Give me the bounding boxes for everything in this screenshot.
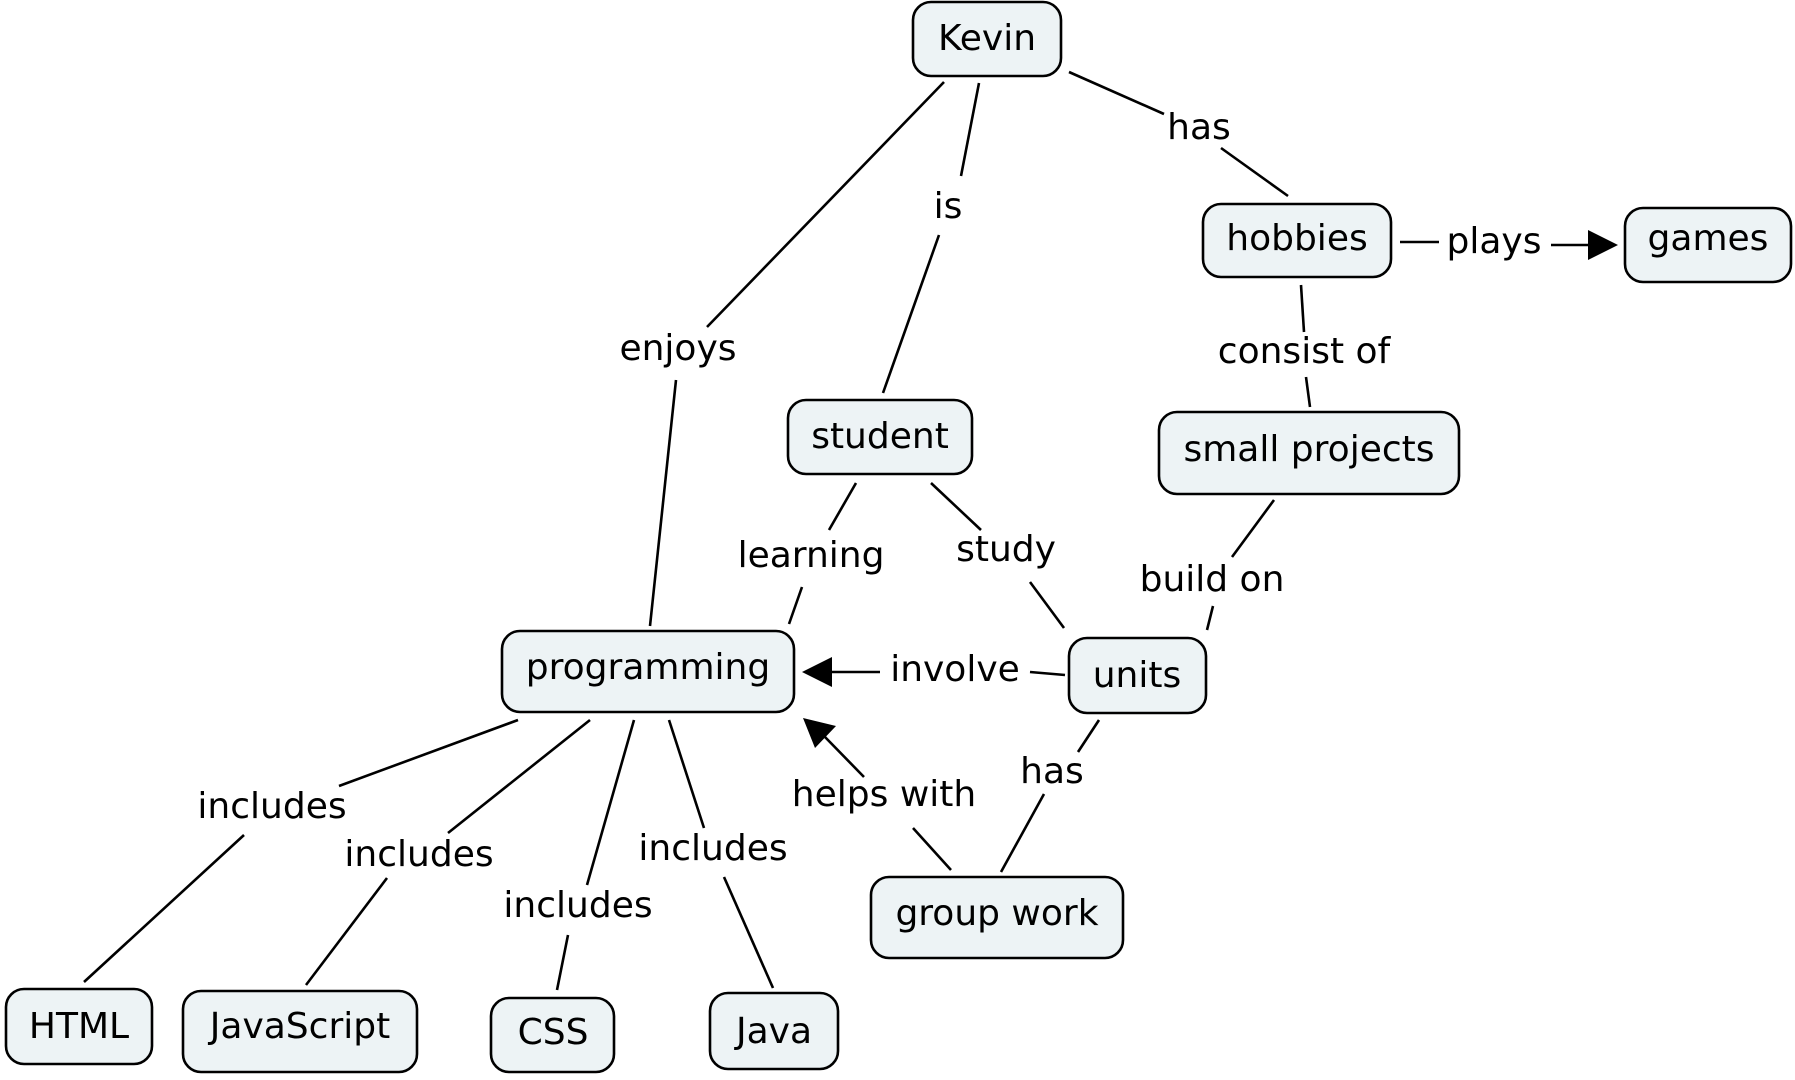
line-learning-to-programming	[787, 586, 804, 625]
link-label-includes-html: includes	[197, 786, 346, 827]
node-group-work: group work	[869, 875, 1125, 960]
line-programming-to-includes-html	[338, 718, 519, 788]
line-kevin-to-enjoys	[706, 81, 945, 328]
line-includes-to-html	[83, 834, 245, 983]
node-javascript: JavaScript	[181, 989, 419, 1074]
node-games: games	[1623, 206, 1793, 284]
line-consist-of-to-small-projects	[1304, 376, 1312, 408]
node-hobbies-box	[1201, 202, 1393, 279]
link-label-student-study: study	[956, 529, 1056, 570]
link-label-hobbies-consist-of: consist of	[1218, 331, 1392, 372]
line-student-to-learning	[827, 482, 858, 531]
line-small-projects-to-build-on	[1230, 499, 1276, 558]
link-label-group-helps-with: helps with	[792, 774, 976, 815]
line-has-to-hobbies	[1220, 146, 1289, 198]
line-units-to-involve	[1029, 670, 1066, 677]
node-student-box	[786, 398, 974, 476]
node-hobbies-label: hobbies	[1226, 218, 1367, 259]
node-java: Java	[708, 991, 840, 1071]
line-programming-to-includes-css	[585, 719, 636, 886]
link-label-kevin-has: has	[1167, 107, 1231, 148]
node-programming: programming	[500, 629, 796, 714]
node-css-label: CSS	[518, 1012, 589, 1053]
line-programming-to-includes-javascript	[447, 718, 591, 835]
line-is-to-student	[881, 234, 941, 394]
node-group-work-label: group work	[895, 893, 1098, 934]
node-hobbies: hobbies	[1201, 202, 1393, 279]
node-small-projects: small projects	[1157, 410, 1461, 496]
node-units-box	[1067, 636, 1208, 715]
node-student: student	[786, 398, 974, 476]
line-has-to-group-work	[999, 793, 1046, 873]
arrowhead-involve-to-programming	[802, 657, 832, 687]
node-units-label: units	[1093, 655, 1182, 696]
node-group-work-box	[869, 875, 1125, 960]
node-kevin-label: Kevin	[938, 18, 1036, 59]
line-enjoys-to-programming	[648, 379, 678, 627]
node-games-box	[1623, 206, 1793, 284]
connector-lines	[83, 70, 1588, 991]
line-kevin-to-has	[1068, 70, 1165, 116]
arrowheads	[802, 230, 1618, 748]
node-html-box	[4, 987, 154, 1066]
node-java-box	[708, 991, 840, 1071]
node-html: HTML	[4, 987, 154, 1066]
node-java-label: Java	[734, 1011, 812, 1052]
node-css: CSS	[489, 996, 616, 1074]
line-units-to-has	[1076, 719, 1101, 753]
node-programming-box	[500, 629, 796, 714]
line-student-to-study	[930, 482, 982, 531]
line-includes-to-java	[722, 876, 775, 989]
link-label-projects-build-on: build on	[1140, 559, 1285, 600]
line-helps-with-to-programming	[824, 736, 865, 778]
line-study-to-units	[1028, 581, 1066, 629]
concept-nodes: Kevin hobbies games student small projec…	[4, 0, 1793, 1074]
node-small-projects-label: small projects	[1183, 429, 1434, 470]
node-kevin: Kevin	[911, 0, 1063, 78]
node-units: units	[1067, 636, 1208, 715]
link-label-includes-javascript: includes	[344, 834, 493, 875]
link-label-kevin-enjoys: enjoys	[619, 328, 736, 369]
link-label-units-has: has	[1020, 751, 1084, 792]
node-javascript-box	[181, 989, 419, 1074]
link-label-kevin-is: is	[934, 186, 963, 227]
line-build-on-to-units	[1205, 605, 1215, 631]
node-student-label: student	[811, 416, 949, 457]
link-label-student-learning: learning	[738, 535, 885, 576]
link-label-hobbies-plays: plays	[1447, 221, 1542, 262]
node-small-projects-box	[1157, 410, 1461, 496]
link-label-units-involve: involve	[890, 649, 1020, 690]
node-css-box	[489, 996, 616, 1074]
node-kevin-box	[911, 0, 1063, 78]
line-hobbies-to-consist-of	[1299, 284, 1306, 333]
line-kevin-to-is	[959, 82, 981, 177]
link-label-includes-css: includes	[503, 885, 652, 926]
arrowhead-plays-to-games	[1588, 230, 1618, 260]
node-html-label: HTML	[29, 1006, 129, 1047]
node-programming-label: programming	[526, 647, 770, 688]
line-programming-to-includes-java	[667, 719, 706, 829]
link-label-includes-java: includes	[638, 828, 787, 869]
linking-phrases: has is enjoys plays consist of learning …	[197, 107, 1541, 926]
line-includes-to-css	[555, 934, 570, 991]
node-javascript-label: JavaScript	[208, 1006, 390, 1047]
line-includes-to-javascript	[304, 877, 389, 986]
node-games-label: games	[1648, 218, 1769, 259]
line-group-work-to-helps-with	[912, 827, 952, 871]
arrowhead-helps-with-to-programming	[803, 718, 836, 748]
